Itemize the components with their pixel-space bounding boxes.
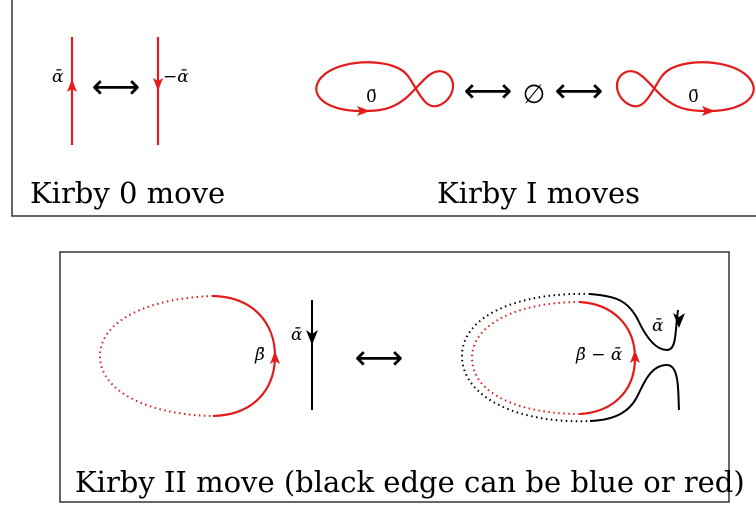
kirby1-caption: Kirby I moves	[437, 176, 640, 210]
kirby2-right-red-arrowhead	[630, 350, 640, 363]
kirby1-left-label: 0̄	[366, 87, 377, 107]
kirby1-right-arrowhead	[702, 106, 715, 116]
kirby2-right-black-lower	[589, 363, 680, 422]
kirby2-vertical-arrowhead	[306, 330, 318, 345]
kirby1-emptyset: ∅	[523, 80, 546, 110]
kirby1-right-loop	[616, 61, 755, 113]
kirby0-right-label: −ᾱ	[163, 67, 189, 87]
top-panel-frame	[11, 0, 756, 217]
kirby2-left-ellipse-arrowhead	[270, 351, 280, 364]
kirby1-arrow-right: ⟷	[555, 71, 604, 111]
kirby0-left-label: ᾱ	[52, 67, 64, 87]
kirby2-double-arrow: ⟷	[355, 338, 404, 378]
kirby0-left-arrowhead	[67, 79, 77, 92]
kirby0-right-arrowhead	[153, 78, 163, 91]
kirby1-arrow-left: ⟷	[464, 71, 513, 111]
kirby2-caption: Kirby II move (black edge can be blue or…	[75, 465, 745, 499]
kirby1-diagram: 0̄ ⟷ ∅ ⟷ 0̄ Kirby I moves	[315, 61, 755, 210]
bottom-panel-frame	[59, 251, 730, 503]
kirby1-right-label: 0̄	[688, 87, 699, 107]
kirby0-caption: Kirby 0 move	[30, 176, 225, 210]
kirby2-vertical-label: ᾱ	[291, 325, 303, 345]
kirby2-left-diagram: β̄ ᾱ	[98, 294, 318, 418]
kirby2-left-ellipse-label: β̄	[254, 345, 265, 365]
kirby2-right-black-upper	[589, 293, 679, 352]
kirby2-left-ellipse-solid	[212, 294, 277, 418]
kirby2-right-diagram: ᾱ β̄ − ᾱ	[460, 292, 685, 423]
kirby1-left-loop	[315, 61, 454, 113]
kirby2-right-black-dotted	[460, 292, 591, 423]
kirby2-right-black-arrowhead	[673, 313, 685, 328]
kirby0-diagram: ᾱ ⟷ −ᾱ Kirby 0 move	[30, 37, 225, 210]
kirby1-left-arrowhead	[357, 106, 370, 116]
kirby2-right-combined-label: β̄ − ᾱ	[575, 345, 623, 365]
kirby2-right-alpha-label: ᾱ	[652, 316, 664, 336]
kirby0-double-arrow: ⟷	[92, 67, 141, 107]
kirby2-right-red-dotted	[470, 301, 581, 415]
kirby2-left-ellipse-dotted	[98, 295, 214, 417]
